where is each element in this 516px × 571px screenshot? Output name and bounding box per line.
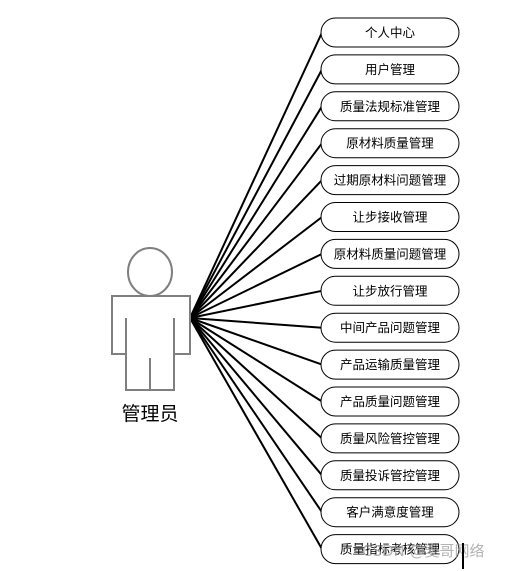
association-line: [189, 179, 323, 319]
use-case-item: 让步放行管理: [320, 275, 460, 306]
association-line: [189, 317, 323, 366]
use-case-label: 质量风险管控管理: [340, 431, 441, 446]
use-case-label: 质量投诉管控管理: [340, 468, 441, 483]
use-case-label: 质量指标考核管理: [340, 542, 441, 557]
use-case-box: [320, 423, 460, 454]
use-case-box: [320, 312, 460, 343]
use-case-label: 让步放行管理: [352, 283, 428, 298]
association-line: [189, 317, 323, 513]
use-case-item: 中间产品问题管理: [320, 312, 460, 343]
use-case-box: [320, 165, 460, 196]
use-case-item: 过期原材料问题管理: [320, 165, 460, 196]
use-case-item: 质量风险管控管理: [320, 423, 460, 454]
actor-figure: [111, 247, 191, 391]
use-case-box: [320, 202, 460, 232]
association-line: [189, 317, 323, 329]
use-case-item: 质量法规标准管理: [320, 91, 460, 122]
use-case-box: [320, 534, 460, 565]
use-case-item: 个人中心: [320, 17, 460, 48]
use-case-item: 质量指标考核管理: [320, 534, 460, 565]
use-case-label: 产品运输质量管理: [340, 357, 441, 372]
use-case-item: 产品运输质量管理: [320, 349, 460, 380]
actor-label: 管理员: [121, 403, 178, 425]
use-case-label: 用户管理: [365, 62, 416, 77]
use-case-box: [320, 386, 460, 417]
association-line: [189, 289, 323, 319]
use-case-item: 原材料质量问题管理: [320, 238, 460, 269]
use-case-item: 用户管理: [320, 54, 460, 85]
association-line: [189, 317, 323, 550]
association-line: [189, 142, 323, 319]
use-case-item: 产品质量问题管理: [320, 386, 460, 417]
use-case-label: 原材料质量问题管理: [334, 246, 447, 261]
association-line: [189, 317, 323, 476]
use-case-label: 过期原材料问题管理: [334, 173, 447, 188]
use-case-box: [320, 460, 460, 491]
use-case-box: [320, 349, 460, 380]
actor-body: [111, 295, 191, 391]
use-case-label: 客户满意度管理: [346, 505, 434, 520]
use-case-label: 产品质量问题管理: [340, 394, 441, 409]
use-case-box: [320, 497, 460, 528]
actor-head: [127, 247, 173, 297]
use-case-label: 中间产品问题管理: [340, 320, 441, 335]
use-case-list: 个人中心用户管理质量法规标准管理原材料质量管理过期原材料问题管理让步接收管理原材…: [320, 17, 460, 565]
association-line: [189, 253, 323, 319]
use-case-label: 让步接收管理: [352, 210, 428, 225]
association-line: [189, 68, 323, 319]
use-case-item: 原材料质量管理: [320, 128, 460, 159]
use-case-box: [320, 54, 460, 85]
use-case-box: [320, 238, 460, 269]
use-case-item: 质量投诉管控管理: [320, 460, 460, 491]
use-case-box: [320, 128, 460, 159]
use-case-label: 原材料质量管理: [346, 136, 434, 151]
association-line: [189, 32, 323, 319]
use-case-label: 质量法规标准管理: [340, 99, 441, 114]
association-line: [189, 216, 323, 319]
use-case-box: [320, 17, 460, 48]
watermark-text: CSDN @麦哥网络: [362, 542, 485, 560]
association-line: [189, 317, 323, 403]
use-case-box: [320, 91, 460, 122]
association-line: [189, 105, 323, 319]
use-case-item: 让步接收管理: [320, 202, 460, 232]
use-case-item: 客户满意度管理: [320, 497, 460, 528]
association-lines: [189, 32, 323, 550]
use-case-label: 个人中心: [365, 25, 416, 40]
association-line: [189, 317, 323, 440]
use-case-box: [320, 275, 460, 306]
